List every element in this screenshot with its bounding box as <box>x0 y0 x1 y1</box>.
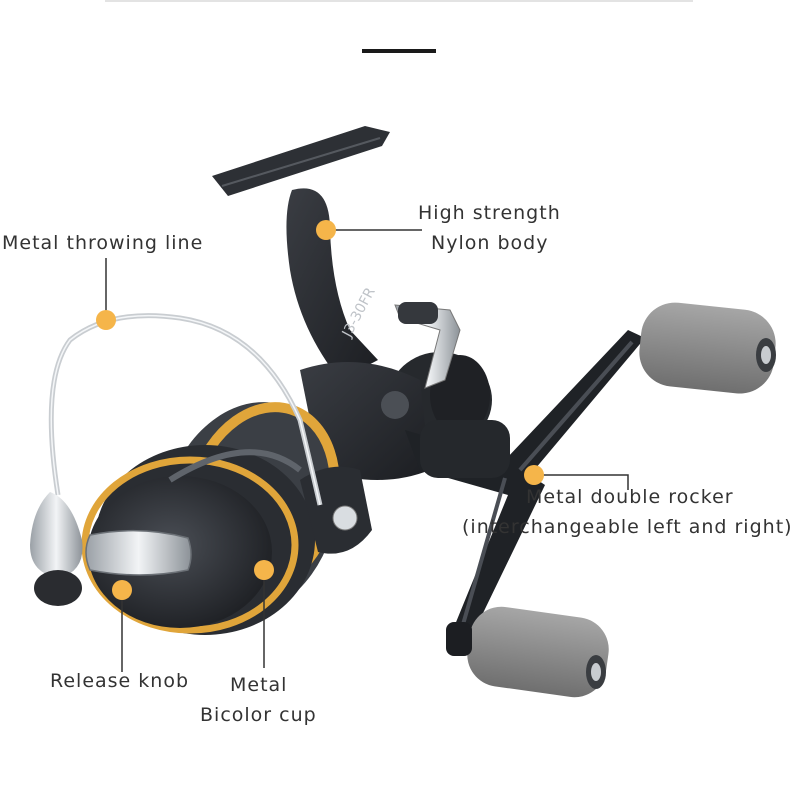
reel-stem <box>286 188 378 380</box>
callout-rocker: Metal double rocker (interchangeable lef… <box>462 482 793 542</box>
callout-leader-lines <box>105 229 629 672</box>
callout-body-line1: High strength <box>418 202 561 224</box>
lower-handle-knob <box>446 606 609 698</box>
marker-knob-dot <box>112 580 132 600</box>
callout-cup: Metal Bicolor cup <box>200 670 317 730</box>
callout-markers <box>96 220 544 600</box>
upper-handle-knob <box>639 302 776 394</box>
marker-rocker-dot <box>524 465 544 485</box>
marker-body-dot <box>316 220 336 240</box>
callout-rocker-line1: Metal double rocker <box>526 486 734 508</box>
callout-throwing-line-text: Metal throwing line <box>2 232 204 254</box>
callout-body: High strength Nylon body <box>418 198 561 258</box>
model-marking: J3-30FR <box>339 285 379 341</box>
marker-cup-dot <box>254 560 274 580</box>
callout-throwing-line: Metal throwing line <box>2 228 203 258</box>
spool-cup <box>81 402 340 635</box>
callout-release-knob-text: Release knob <box>50 670 190 692</box>
callout-cup-line1: Metal <box>230 674 288 696</box>
callout-cup-line2: Bicolor cup <box>200 704 317 726</box>
top-divider <box>105 0 693 2</box>
callout-body-line2: Nylon body <box>431 232 549 254</box>
bail-counterweight <box>30 492 83 606</box>
callout-release-knob: Release knob <box>50 666 189 696</box>
leader-line-rocker <box>534 474 629 490</box>
callout-rocker-line2: (interchangeable left and right) <box>462 516 793 538</box>
double-rocker-handle <box>405 330 645 640</box>
release-knob-lever <box>85 529 192 576</box>
marker-wire-dot <box>96 310 116 330</box>
reel-foot <box>212 126 390 196</box>
title-accent-bar <box>362 49 436 53</box>
